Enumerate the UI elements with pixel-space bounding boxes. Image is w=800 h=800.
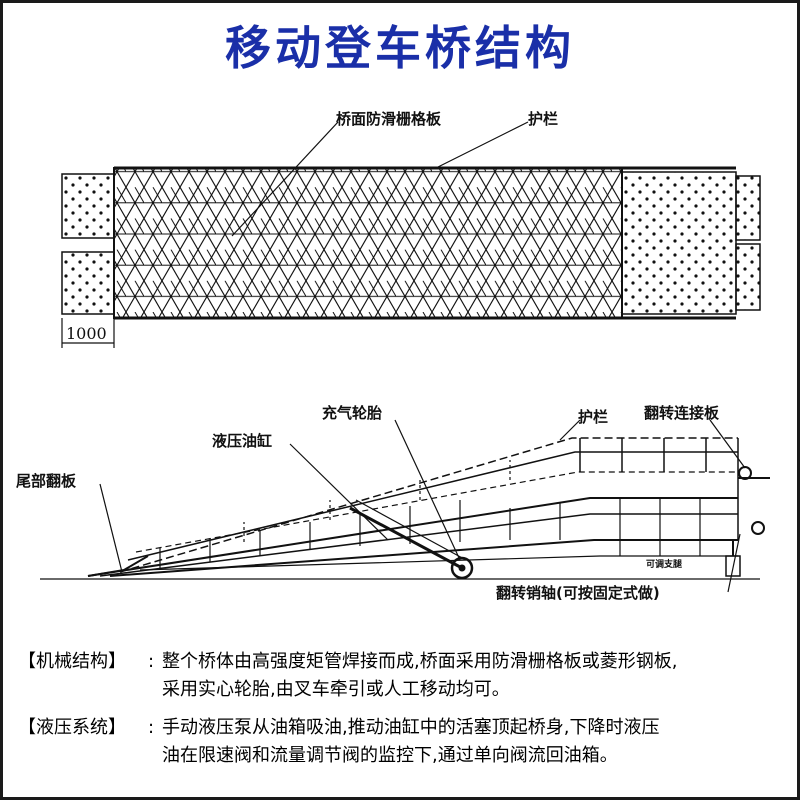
label-tire: 充气轮胎 bbox=[322, 404, 383, 422]
railing-dashed bbox=[119, 437, 738, 573]
grating-deck bbox=[113, 167, 623, 319]
plan-view bbox=[61, 121, 761, 348]
description-tag: 【机械结构】 bbox=[18, 651, 126, 672]
flip-pin bbox=[751, 521, 765, 535]
flip-connector-upper bbox=[735, 175, 761, 241]
tail-plate-upper bbox=[61, 173, 115, 239]
page-title: 移动登车桥结构 bbox=[225, 21, 575, 75]
description-hydraulic: 【液压系统】:手动液压泵从油箱吸油,推动油缸中的活塞顶起桥身,下降时液压 油在限… bbox=[18, 714, 659, 770]
tail-plate bbox=[87, 555, 149, 577]
description-mechanical: 【机械结构】:整个桥体由高强度矩管焊接而成,桥面采用防滑栅格板或菱形钢板, 采用… bbox=[18, 648, 677, 704]
description-text: 采用实心轮胎,由叉车牵引或人工移动均可。 bbox=[162, 679, 510, 700]
description-text: 油在限速阀和流量调节阀的监控下,通过单向阀流回油箱。 bbox=[162, 745, 618, 766]
label-cylinder: 液压油缸 bbox=[212, 432, 273, 450]
label-railing-plan: 护栏 bbox=[528, 110, 559, 128]
label-railing-side: 护栏 bbox=[578, 408, 609, 426]
label-dimension: 1000 bbox=[66, 324, 107, 343]
side-view bbox=[40, 419, 770, 593]
description-tag: 【液压系统】 bbox=[18, 717, 126, 738]
label-flip-plate: 翻转连接板 bbox=[644, 404, 720, 422]
description-text: 手动液压泵从油箱吸油,推动油缸中的活塞顶起桥身,下降时液压 bbox=[162, 717, 660, 738]
label-support-leg: 可调支腿 bbox=[646, 560, 683, 570]
label-pin: 翻转销轴(可按固定式做) bbox=[496, 584, 660, 602]
hydraulic-cylinder bbox=[349, 506, 463, 570]
pneumatic-tire bbox=[450, 556, 474, 580]
tail-plate-lower bbox=[61, 251, 115, 315]
label-grating: 桥面防滑栅格板 bbox=[336, 110, 442, 128]
deck-bottom bbox=[109, 539, 738, 577]
deck-top bbox=[87, 497, 738, 577]
front-plate bbox=[621, 171, 737, 315]
label-tail-plate: 尾部翻板 bbox=[16, 472, 77, 490]
description-text: 整个桥体由高强度矩管焊接而成,桥面采用防滑栅格板或菱形钢板, bbox=[162, 651, 678, 672]
flip-connector-lower bbox=[735, 243, 761, 311]
